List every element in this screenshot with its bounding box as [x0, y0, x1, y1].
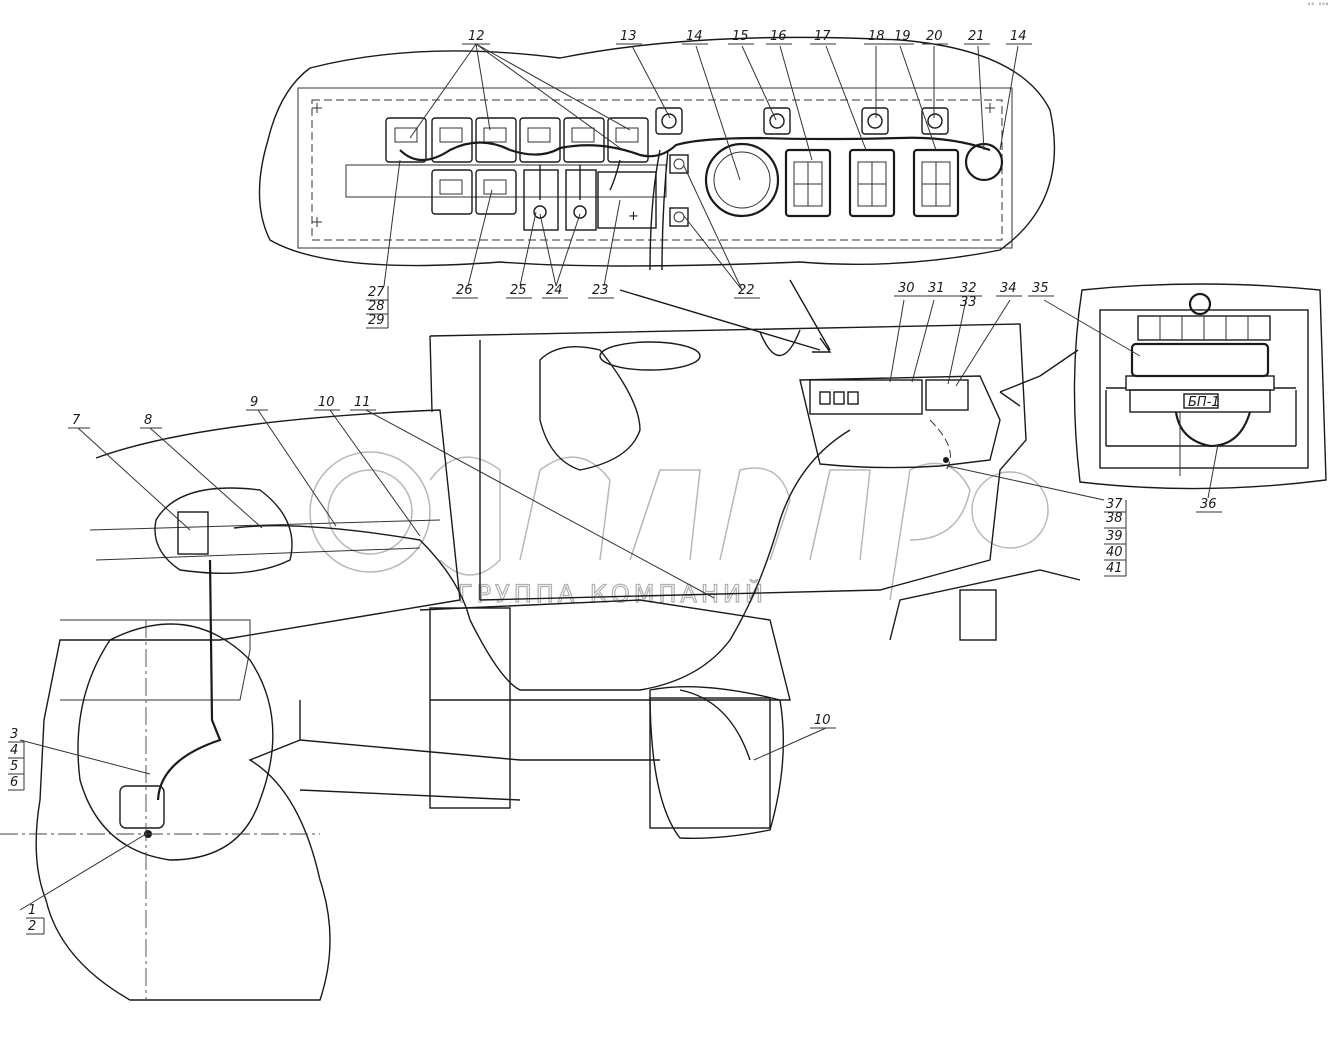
indicator-16 [784, 148, 832, 218]
gauge-14 [704, 142, 780, 218]
callout-2: 2 [28, 919, 36, 934]
callout-14a: 14 [686, 29, 703, 44]
callout-3: 3 [10, 727, 18, 742]
dashboard-detail-view: + [258, 36, 1056, 271]
watermark: ГРУППА КОМПАНИЙ [309, 451, 1049, 609]
indicator-18 [848, 148, 896, 218]
callout-34: 34 [1000, 281, 1017, 296]
callout-29: 29 [368, 313, 385, 328]
callout-27: 27 [368, 285, 385, 300]
callout-16: 16 [770, 29, 787, 44]
callout-8: 8 [144, 413, 152, 428]
tractor-side-view [0, 279, 1081, 1001]
callout-22: 22 [738, 283, 755, 298]
callout-25: 25 [510, 283, 527, 298]
callout-30: 30 [898, 281, 915, 296]
callout-18: 18 [868, 29, 885, 44]
callout-20: 20 [926, 29, 943, 44]
callout-15: 15 [732, 29, 749, 44]
callout-9: 9 [250, 395, 258, 410]
switch-block-lower-row [431, 169, 517, 215]
ignition-switch-icon [1188, 292, 1212, 316]
callout-11: 11 [354, 395, 371, 410]
callout-41: 41 [1106, 561, 1123, 576]
callout-19: 19 [894, 29, 911, 44]
panel-label: БП-1 [1188, 395, 1220, 410]
callout-14b: 14 [1010, 29, 1027, 44]
callout-12: 12 [468, 29, 485, 44]
callout-17: 17 [814, 29, 831, 44]
callout-6: 6 [10, 775, 18, 790]
callout-28: 28 [368, 299, 385, 314]
svg-text:+: + [628, 209, 639, 224]
module-34 [925, 379, 969, 411]
callout-24: 24 [546, 283, 563, 298]
callout-26: 26 [456, 283, 473, 298]
callout-10a: 10 [318, 395, 335, 410]
callout-36: 36 [1200, 497, 1217, 512]
callout-38: 38 [1106, 511, 1123, 526]
callout-35: 35 [1032, 281, 1049, 296]
switch-block-top-row [385, 117, 649, 163]
callout-33: 33 [960, 295, 977, 310]
callout-40: 40 [1106, 545, 1123, 560]
callout-5: 5 [10, 759, 18, 774]
callout-7: 7 [72, 413, 81, 428]
socket-24 [565, 169, 597, 231]
callout-31: 31 [928, 281, 945, 296]
socket-25 [523, 169, 559, 231]
instrument-panel-detail: БП-1 [999, 283, 1327, 490]
callout-labels: 12 13 14 15 16 17 18 19 20 21 14 27 28 2… [8, 29, 1222, 935]
leader-lines [19, 43, 1219, 911]
callout-37: 37 [1106, 497, 1123, 512]
callout-32: 32 [960, 281, 977, 296]
callout-10b: 10 [814, 713, 831, 728]
callout-4: 4 [10, 743, 18, 758]
callout-13: 13 [620, 29, 637, 44]
callout-21: 21 [968, 29, 985, 44]
corner-mark: ⁴⁰ ⁰⁰⁸ [1307, 2, 1329, 9]
callout-1: 1 [28, 903, 36, 918]
callout-23: 23 [592, 283, 609, 298]
switch-panel-30 [809, 379, 923, 415]
callout-39: 39 [1106, 529, 1123, 544]
fuse-box-23 [597, 171, 657, 229]
